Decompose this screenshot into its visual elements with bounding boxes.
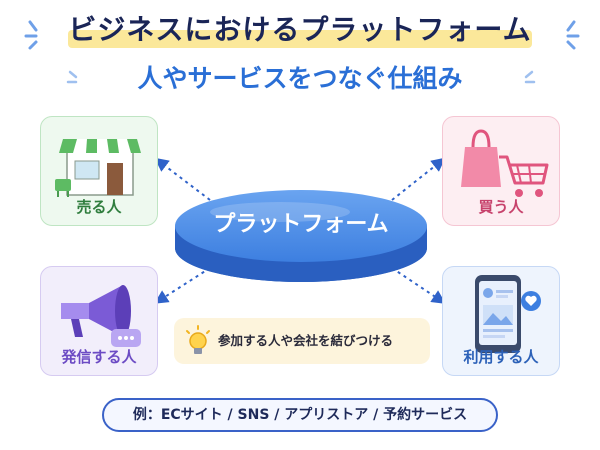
title-highlight <box>68 30 532 48</box>
card-buyer: 買う人 <box>442 116 560 226</box>
card-user: 利用する人 <box>442 266 560 376</box>
sparkle-left-icon <box>24 20 38 50</box>
smartphone-icon <box>475 275 541 353</box>
card-sender-label: 発信する人 <box>61 348 137 366</box>
card-buyer-label: 買う人 <box>478 198 524 216</box>
arrow-to-use <box>391 267 446 304</box>
card-seller-label: 売る人 <box>76 198 122 216</box>
page-subtitle: 人やサービスをつなぐ仕組み <box>137 64 463 93</box>
lightbulb-icon <box>186 325 210 354</box>
platform-label: プラットフォーム <box>213 212 389 237</box>
page-title: ビジネスにおけるプラットフォーム <box>68 13 532 46</box>
sparkle-right-icon <box>566 20 580 50</box>
subtitle-sparkle-left-icon <box>66 70 78 84</box>
arrow-to-buy <box>391 157 446 201</box>
shopping-cart-icon <box>461 129 549 197</box>
connect-note-text: 参加する人や会社を結びつける <box>218 333 394 348</box>
arrow-to-send <box>154 267 211 304</box>
title-area: ビジネスにおけるプラットフォーム <box>0 10 600 54</box>
card-user-label: 利用する人 <box>463 348 539 366</box>
example-pill: 例：ECサイト / SNS / アプリストア / 予約サービス <box>102 398 498 432</box>
card-sender: 発信する人 <box>40 266 158 376</box>
megaphone-icon <box>61 285 141 347</box>
store-icon <box>55 139 141 197</box>
subtitle-sparkle-right-icon <box>524 70 536 84</box>
connect-note: 参加する人や会社を結びつける <box>174 318 430 364</box>
card-seller: 売る人 <box>40 116 158 226</box>
